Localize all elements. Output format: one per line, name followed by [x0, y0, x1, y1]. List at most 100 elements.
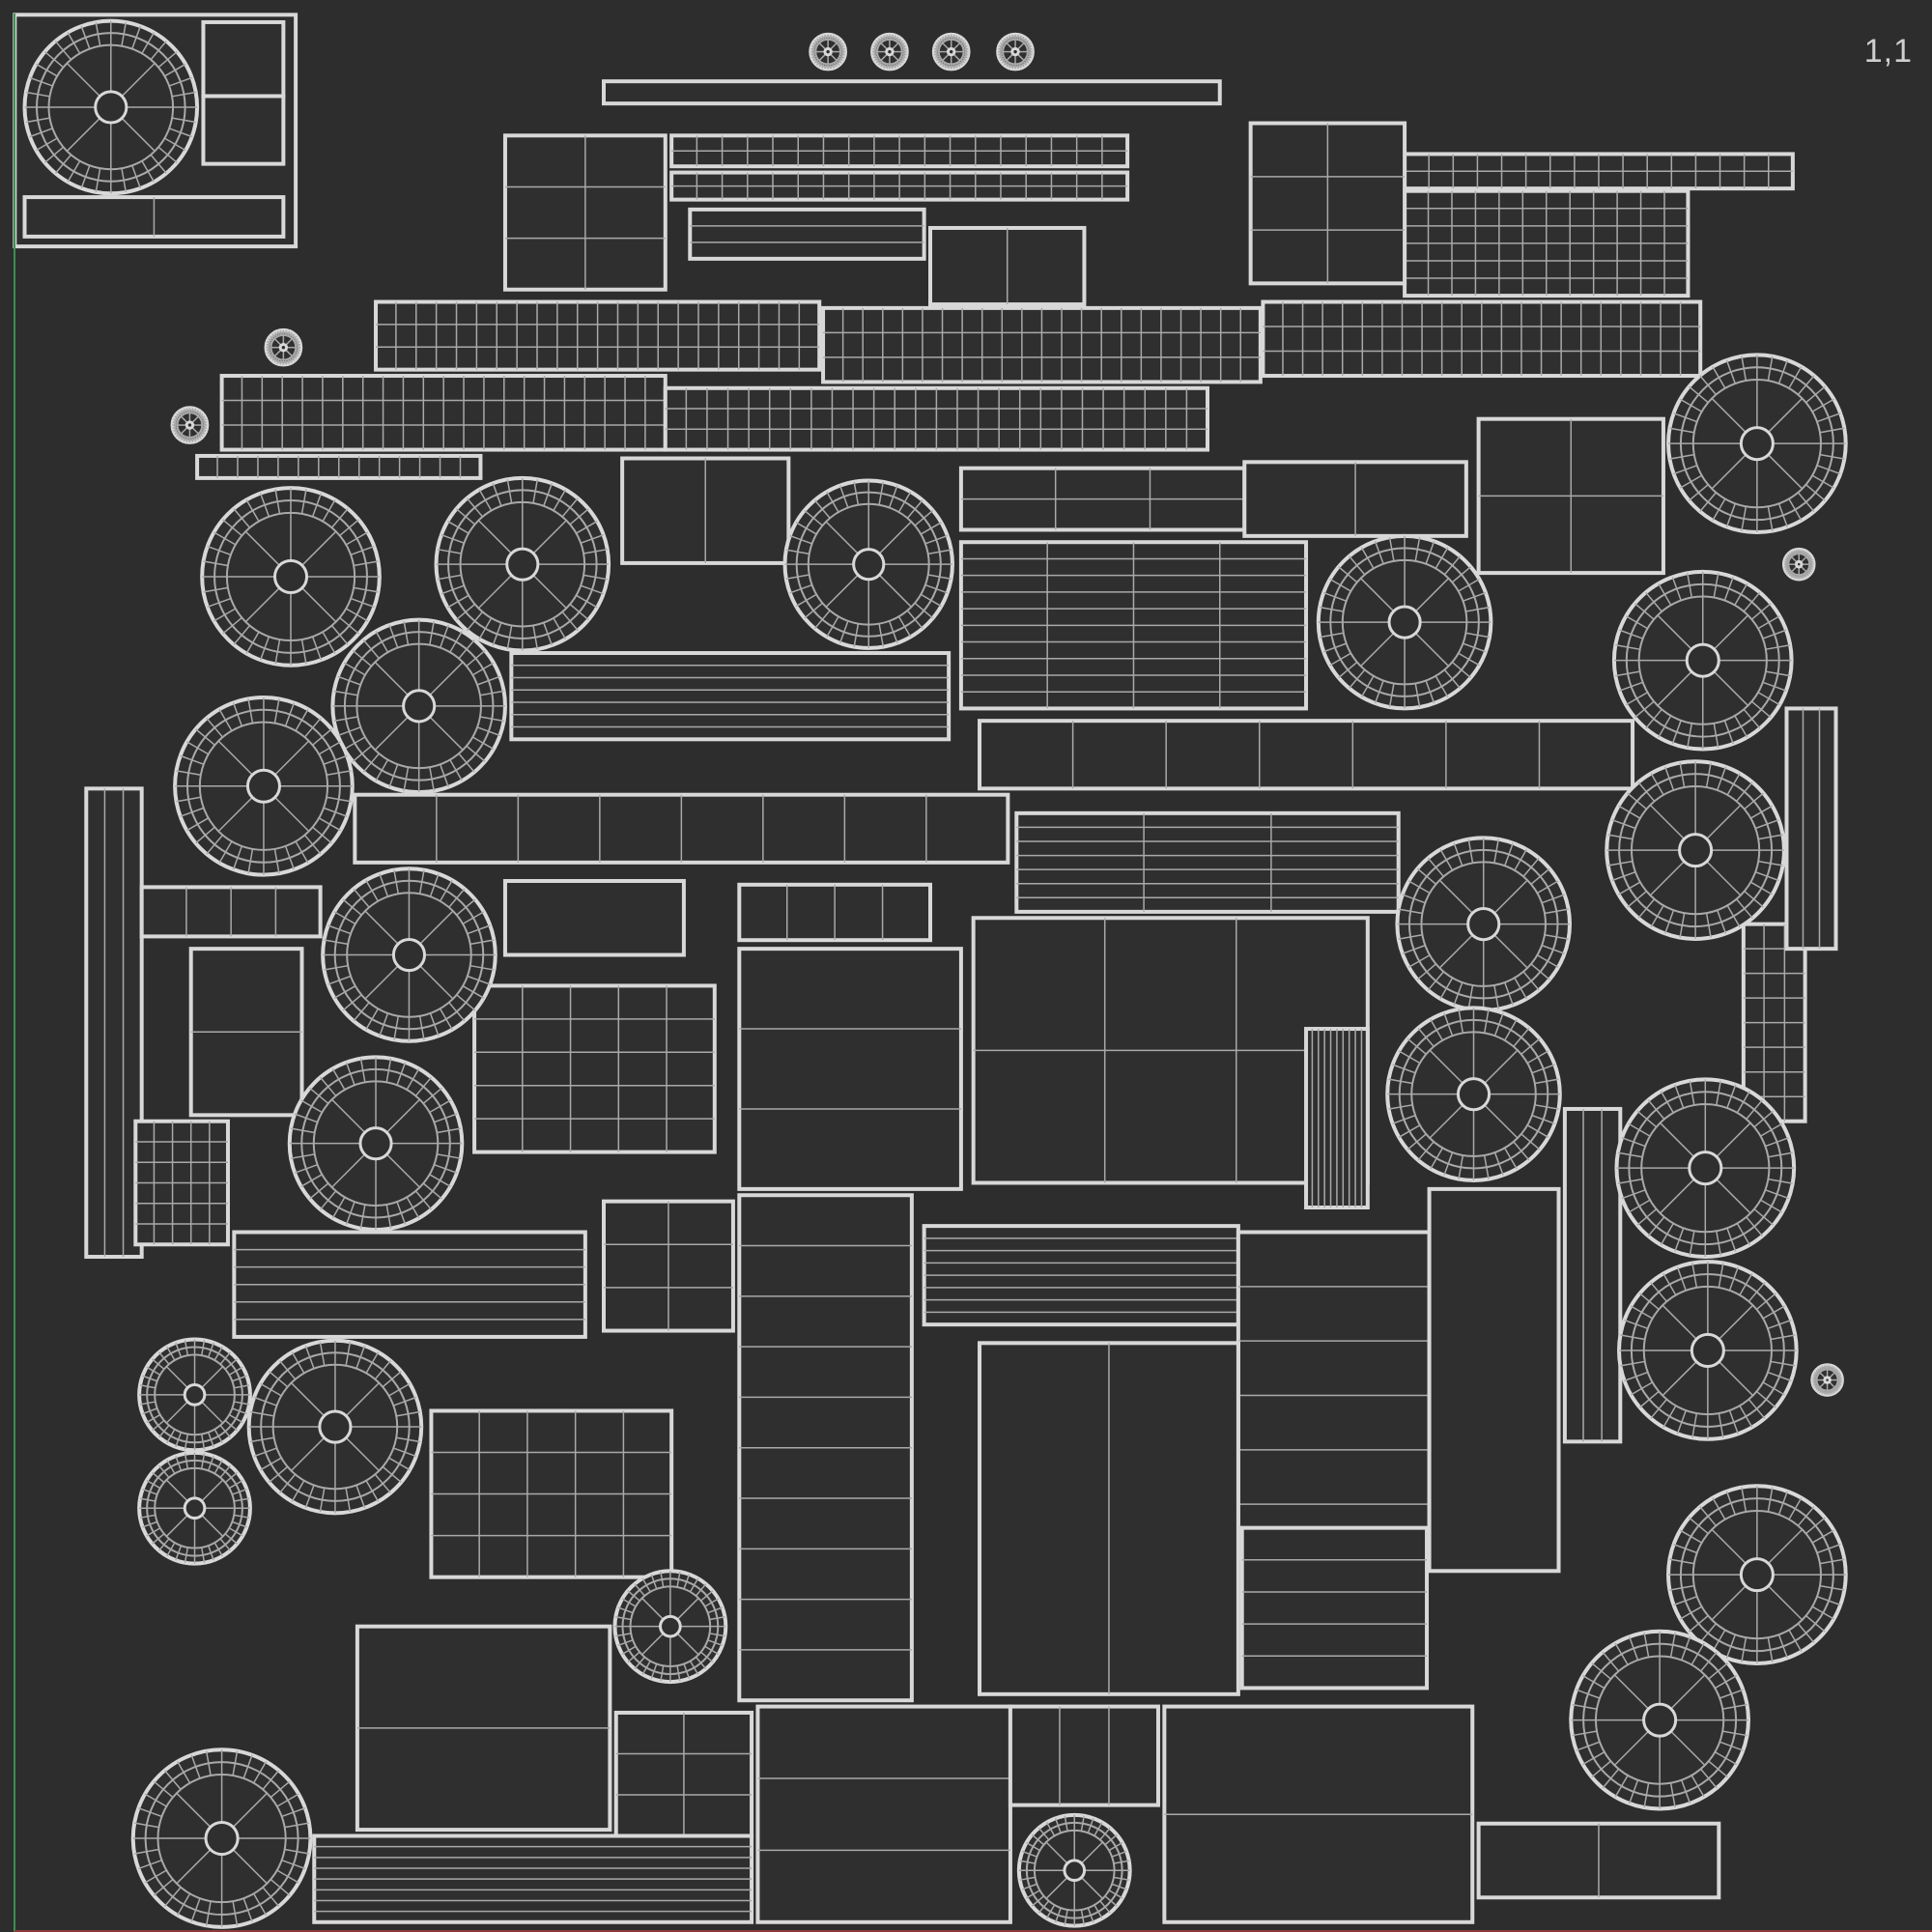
uv-wheel-tread-edge	[234, 1401, 250, 1406]
uv-wheel-tread-edge	[175, 1432, 183, 1448]
uv-wheel-tread-edge	[177, 1761, 191, 1784]
uv-wheel-tread-edge	[458, 753, 475, 773]
uv-wheel-tread-edge	[193, 436, 197, 442]
uv-wheel-tread-edge	[213, 1346, 223, 1361]
uv-wheel-tread-edge	[1111, 1850, 1127, 1858]
uv-wheel-tread-edge	[1322, 591, 1347, 602]
uv-wheel-tread-edge	[365, 1480, 380, 1502]
uv-wheel-tread-edge	[180, 410, 185, 415]
uv-island-panel	[737, 947, 963, 1191]
uv-wheel-tread-edge	[1417, 1141, 1435, 1161]
uv-wheel-tread-edge	[273, 848, 280, 874]
uv-wheel-tread-edge	[319, 1488, 326, 1513]
uv-wheel-tread-edge	[1835, 1372, 1841, 1376]
uv-wheel-tread-edge	[350, 545, 375, 556]
uv-wheel-tread-edge	[1712, 1497, 1726, 1520]
uv-wheel-tread-edge	[1443, 555, 1462, 576]
uv-wheel-tread-edge	[253, 1761, 268, 1784]
uv-wheel-tread-edge	[1681, 1636, 1691, 1661]
uv-wheel-tread-edge	[1435, 675, 1449, 697]
uv-wheel-tread-edge	[186, 817, 210, 832]
uv-wheel-tread-edge	[553, 489, 567, 511]
uv-wheel-tread-edge	[804, 509, 823, 526]
uv-wheel-tread-edge	[271, 333, 276, 339]
uv-wheel-tread-edge	[1808, 560, 1814, 564]
uv-wheel-tread-edge	[142, 1488, 157, 1495]
uv-wheel-tread-edge	[180, 807, 205, 817]
uv-wheel-hub	[659, 1614, 682, 1638]
uv-wheel-tread-edge	[478, 617, 493, 639]
uv-wheel-tread-edge	[1329, 652, 1351, 667]
uv-wheel-tread-edge	[1645, 591, 1662, 612]
uv-wheel-tread-edge	[183, 409, 186, 414]
uv-wheel-tread-edge	[1833, 1368, 1837, 1373]
uv-wheel-tread-edge	[1630, 1305, 1653, 1320]
uv-wheel-tread-edge	[561, 497, 579, 518]
uv-wheel-tread-edge	[1576, 1689, 1601, 1699]
uv-wheel-tread-edge	[1621, 1189, 1646, 1200]
uv-wheel-tread-edge	[267, 340, 272, 345]
uv-wheel-tread-edge	[627, 1651, 640, 1663]
uv-wheel-tread-edge	[278, 1473, 297, 1493]
uv-wheel-tread-edge	[269, 1371, 289, 1388]
uv-wheel-tread-edge	[1819, 1584, 1845, 1591]
uv-wheel-tread-edge	[471, 736, 495, 751]
uv-wheel-tread-edge	[1744, 891, 1764, 908]
uv-wheel-tread-edge	[886, 64, 889, 70]
uv-wheel-tread-edge	[1811, 398, 1834, 412]
uv-wheel-tread-edge	[1762, 1381, 1785, 1396]
uv-wheel-tread-edge	[337, 675, 361, 686]
uv-wheel-tread-edge	[54, 154, 72, 174]
uv-wheel-tread-edge	[700, 1651, 714, 1663]
uv-wheel-tread-edge	[138, 1859, 162, 1870]
uv-wheel-tread-edge	[322, 499, 336, 523]
uv-wheel-tread-edge	[382, 1465, 402, 1484]
uv-wheel-tread-edge	[1816, 1543, 1841, 1554]
uv-wheel-tread-edge	[1754, 871, 1779, 882]
uv-wheel-hub	[183, 1496, 207, 1520]
uv-wheel-tread-edge	[1045, 1904, 1056, 1919]
uv-wheel-tread-edge	[439, 879, 453, 902]
uv-wheel-tread-edge	[1628, 1122, 1651, 1137]
uv-wheel-tread-edge	[789, 583, 812, 594]
uv-wheel-tread-edge	[222, 616, 242, 635]
uv-wheel-tread-edge	[1715, 1751, 1738, 1766]
uv-wheel-tread-edge	[266, 343, 271, 347]
uv-wheel-tread-edge	[353, 1002, 370, 1022]
uv-wheel-tread-edge	[331, 1196, 346, 1219]
uv-wheel-tread-edge	[1715, 1675, 1738, 1690]
uv-wheel-tread-edge	[224, 1471, 238, 1484]
uv-wheel-tread-edge	[695, 1656, 707, 1670]
uv-wheel-tread-edge	[1534, 1104, 1559, 1110]
uv-wheel-tread-edge	[1726, 1084, 1737, 1109]
uv-wheel-tread-edge	[95, 21, 101, 46]
uv-wheel-tread-edge	[1808, 567, 1813, 571]
uv-wheel-tread-edge	[131, 165, 142, 189]
uv-wheel-tread-edge	[447, 594, 469, 609]
uv-wheel-tread-edge	[466, 497, 484, 518]
uv-wheel-tread-edge	[891, 64, 894, 70]
uv-wheel-tread-edge	[1582, 1675, 1605, 1690]
uv-wheel-tread-edge	[345, 1201, 355, 1225]
uv-wheel-tread-edge	[429, 1174, 451, 1187]
uv-wheel-tread-edge	[207, 1456, 214, 1471]
uv-wheel-tread-edge	[906, 610, 923, 630]
uv-wheel-tread-edge	[1493, 1151, 1504, 1176]
uv-wheel-tread-edge	[157, 146, 178, 163]
uv-wheel-hub	[1688, 1151, 1723, 1186]
uv-wheel-tread-edge	[339, 519, 359, 537]
uv-wheel-tread-edge	[1690, 1642, 1705, 1665]
uv-wheel-tread-edge	[232, 1901, 239, 1926]
uv-wheel-tread-edge	[838, 620, 849, 643]
uv-wheel-tread-edge	[469, 939, 495, 946]
uv-wheel-tread-edge	[1627, 792, 1647, 810]
uv-wheel-tread-edge	[327, 975, 352, 985]
uv-wheel-hub	[1642, 1702, 1678, 1738]
uv-wheel-tread-edge	[295, 351, 300, 355]
uv-wheel-tread-edge	[824, 64, 827, 70]
uv-wheel-tread-edge	[289, 331, 293, 337]
uv-wheel-tread-edge	[331, 1067, 346, 1091]
uv-wheel-tread-edge	[1080, 1909, 1085, 1925]
